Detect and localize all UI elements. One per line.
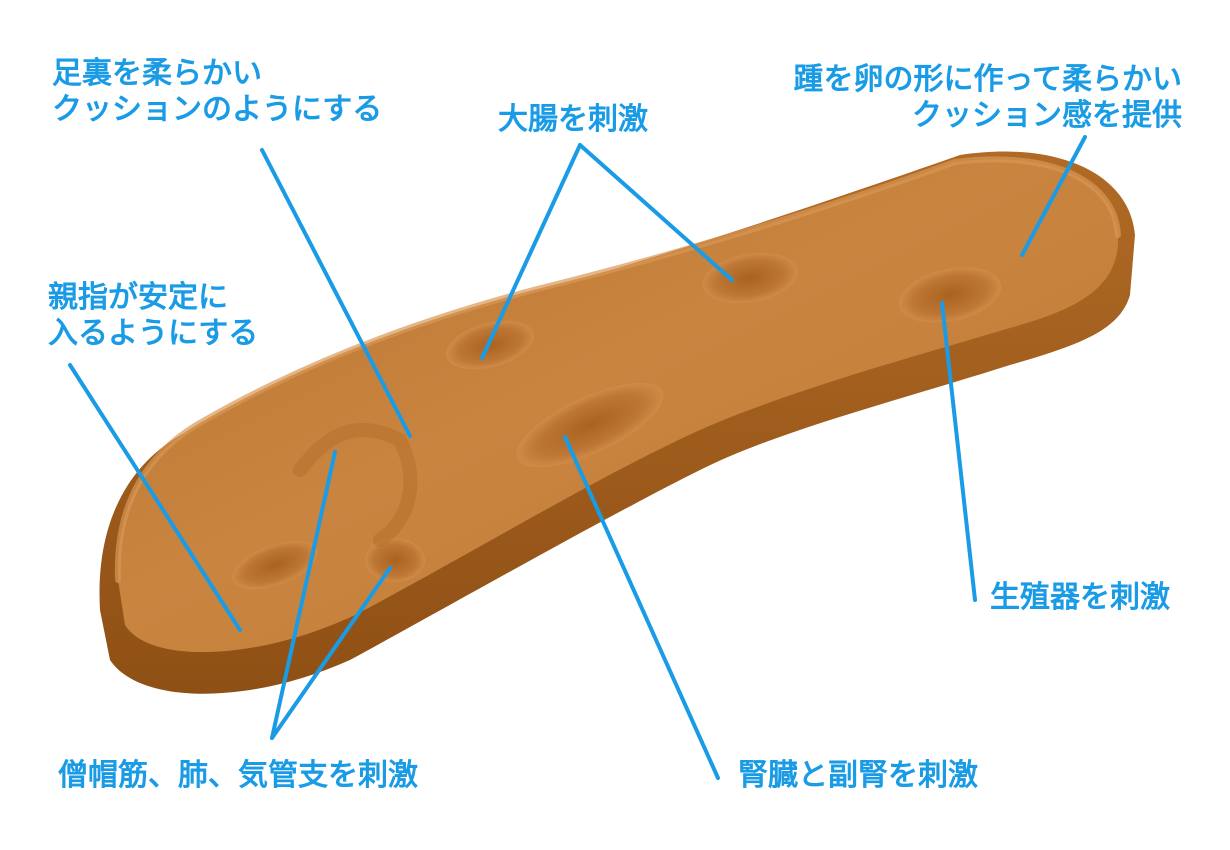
pointer-trapezius-1 [270,450,337,740]
pointer-big-toe [68,363,242,632]
ball-dimple [365,538,425,582]
label-line: 親指が安定に [48,280,228,315]
label-big-toe: 親指が安定に 入るようにする [48,280,258,352]
toe-dimple [232,540,318,590]
heel-dimple [898,267,1002,323]
label-kidney-adrenal: 腎臓と副腎を刺激 [738,758,978,793]
label-line: 入るようにする [48,316,259,351]
pointer-trapezius-2 [270,566,392,740]
metatarsal-ridge [293,423,418,547]
label-reproductive: 生殖器を刺激 [990,580,1170,615]
label-line: クッションのようにする [52,92,383,127]
pointer-colon-right [578,143,734,282]
pointer-soft-sole [260,148,412,438]
pointer-heel [1020,135,1087,257]
label-soft-sole-cushion: 足裏を柔らかい クッションのようにする [52,56,382,128]
pointer-reproductive [940,301,977,602]
label-line: 足裏を柔らかい [52,56,262,91]
pointer-kidney [563,435,720,780]
label-line: クッション感を提供 [912,98,1182,133]
colon-dimple-2 [702,252,798,304]
insole-rim [114,156,1121,583]
arch-ridge [516,382,664,468]
label-line: 踵を卵の形に作って柔らかい [793,62,1183,97]
pointer-colon-left [480,143,582,360]
label-colon: 大腸を刺激 [498,102,648,137]
label-trapezius-lung: 僧帽筋、肺、気管支を刺激 [58,758,418,793]
label-heel-cushion: 踵を卵の形に作って柔らかい クッション感を提供 [794,62,1183,134]
